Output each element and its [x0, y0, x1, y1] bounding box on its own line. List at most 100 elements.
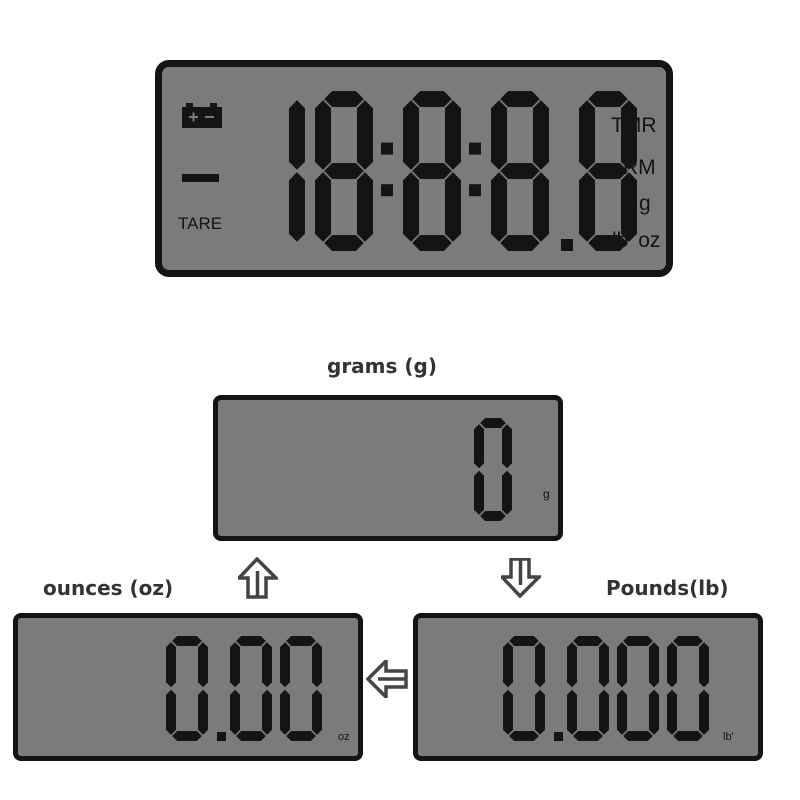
digit-0 [503, 636, 545, 741]
segment-b [198, 642, 208, 688]
segment-d [673, 731, 703, 741]
arrow-down-icon [501, 558, 541, 598]
segment-g [412, 163, 452, 179]
arrow-left-icon [366, 660, 408, 698]
segment-e [280, 689, 290, 735]
segment-d [412, 235, 452, 251]
segment-e [491, 172, 507, 242]
segment-d [588, 235, 628, 251]
segment-d [573, 731, 603, 741]
segment-c [599, 689, 609, 735]
segment-d [500, 235, 540, 251]
segment-c [357, 172, 373, 242]
segment-a [588, 91, 628, 107]
segment-b [445, 100, 461, 170]
digit-0 [567, 636, 609, 741]
segment-b [535, 642, 545, 688]
digit-8 [491, 91, 549, 251]
minus-icon [182, 174, 219, 182]
segment-d [509, 731, 539, 741]
segment-c [621, 172, 637, 242]
segment-e [567, 689, 577, 735]
ounces-digit-readout [166, 636, 322, 741]
segment-f [491, 100, 507, 170]
pounds-lcd-display: lb' [413, 613, 763, 761]
segment-b [262, 642, 272, 688]
segment-b [699, 642, 709, 688]
segment-g [500, 163, 540, 179]
segment-c [198, 689, 208, 735]
digit-8 [579, 91, 637, 251]
segment-e [503, 689, 513, 735]
segment-a [500, 91, 540, 107]
segment-d [480, 511, 506, 521]
segment-f [579, 100, 595, 170]
segment-b [289, 100, 305, 170]
grams-lcd-display: g [213, 395, 563, 541]
segment-a [673, 636, 703, 646]
segment-f [315, 100, 331, 170]
segment-e [166, 689, 176, 735]
decimal-point [217, 732, 226, 741]
decimal-point [554, 732, 563, 741]
segment-c [312, 689, 322, 735]
segment-f [280, 642, 290, 688]
ounces-caption: ounces (oz) [43, 576, 174, 600]
digit-8 [403, 91, 461, 251]
segment-d [623, 731, 653, 741]
decimal-point [561, 239, 573, 251]
segment-f [503, 642, 513, 688]
segment-c [445, 172, 461, 242]
digit-0 [230, 636, 272, 741]
segment-b [312, 642, 322, 688]
segment-e [667, 689, 677, 735]
segment-a [623, 636, 653, 646]
segment-d [324, 235, 364, 251]
segment-f [474, 424, 484, 469]
pounds-digit-readout [503, 636, 709, 741]
digit-0 [617, 636, 659, 741]
segment-c [289, 172, 305, 242]
colon-dot [381, 142, 393, 155]
segment-c [699, 689, 709, 735]
segment-a [480, 418, 506, 428]
battery-icon [182, 103, 222, 128]
segment-f [567, 642, 577, 688]
segment-a [509, 636, 539, 646]
colon-dot [469, 184, 481, 197]
pounds-unit: lb' [723, 731, 734, 743]
segment-e [403, 172, 419, 242]
segment-b [533, 100, 549, 170]
arrow-up-icon [238, 557, 278, 599]
tare-indicator: TARE [178, 214, 223, 233]
segment-b [357, 100, 373, 170]
pounds-caption: Pounds(lb) [606, 576, 729, 600]
segment-a [236, 636, 266, 646]
digit-0 [667, 636, 709, 741]
segment-f [667, 642, 677, 688]
segment-c [533, 172, 549, 242]
segment-g [324, 163, 364, 179]
grams-unit: g [543, 487, 550, 501]
segment-e [617, 689, 627, 735]
main-lcd-display: TARE TMR RM g lb' oz [155, 60, 673, 277]
segment-b [621, 100, 637, 170]
digit-0 [166, 636, 208, 741]
colon-dot [381, 184, 393, 197]
segment-g [588, 163, 628, 179]
segment-f [617, 642, 627, 688]
ounces-unit: oz [338, 731, 350, 743]
segment-d [172, 731, 202, 741]
segment-c [262, 689, 272, 735]
segment-a [412, 91, 452, 107]
segment-a [324, 91, 364, 107]
segment-e [579, 172, 595, 242]
digit-0 [474, 418, 512, 521]
main-digit-readout [289, 91, 637, 251]
grams-caption: grams (g) [327, 354, 437, 378]
grams-digit-readout [474, 418, 512, 521]
segment-f [166, 642, 176, 688]
digit-8 [315, 91, 373, 251]
segment-e [315, 172, 331, 242]
ounces-lcd-display: oz [13, 613, 363, 761]
